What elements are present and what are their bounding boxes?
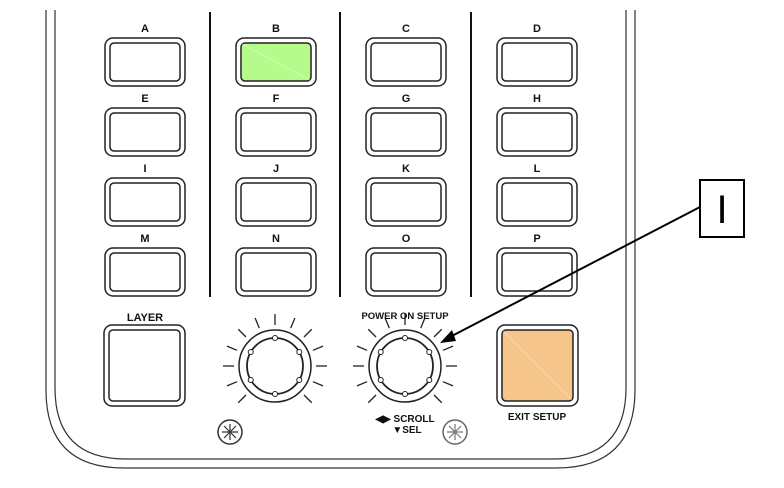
pad-label: L xyxy=(534,163,541,175)
encoder-tick xyxy=(433,394,443,404)
pad-label: G xyxy=(402,93,411,105)
device-outline-inner xyxy=(54,10,627,460)
pad-button-j[interactable]: J xyxy=(235,163,317,227)
pad-button-f[interactable]: F xyxy=(235,93,317,157)
encoder-tick xyxy=(356,381,368,387)
pad-label: J xyxy=(273,163,279,175)
encoder-tick xyxy=(237,328,247,338)
pad-label: N xyxy=(272,233,280,245)
pad-label: D xyxy=(533,23,541,35)
pad-button-d[interactable]: D xyxy=(496,23,578,87)
encoder-tick xyxy=(312,381,324,387)
encoder-tick xyxy=(384,317,390,329)
pad-button-m[interactable]: M xyxy=(104,233,186,297)
pad-label: F xyxy=(273,93,280,105)
encoder-tick xyxy=(237,394,247,404)
callout-arrow xyxy=(447,206,701,339)
encoder-tick xyxy=(367,394,377,404)
pad-button-n[interactable]: N xyxy=(235,233,317,297)
pad-label: A xyxy=(141,23,149,35)
device-outline-outer xyxy=(45,10,636,469)
encoder-tick xyxy=(254,317,260,329)
screw-icon xyxy=(442,419,468,445)
pad-button-l[interactable]: L xyxy=(496,163,578,227)
pad-button-i[interactable]: I xyxy=(104,163,186,227)
select-label: ▼SEL xyxy=(392,425,421,436)
pad-label: K xyxy=(402,163,410,175)
pad-label: E xyxy=(141,93,148,105)
encoder-tick xyxy=(367,328,377,338)
layer-button[interactable]: LAYER xyxy=(103,312,186,407)
encoder-tick xyxy=(303,328,313,338)
encoder-tick xyxy=(420,317,426,329)
callout-box xyxy=(699,179,745,238)
exit-setup-button[interactable]: EXIT SETUP xyxy=(496,324,579,423)
encoder-tick xyxy=(226,345,238,351)
arrow-head-icon xyxy=(440,330,456,343)
scroll-label: ◀▶ SCROLL xyxy=(374,414,434,425)
encoder-tick xyxy=(433,328,443,338)
pad-button-e[interactable]: E xyxy=(104,93,186,157)
pad-button-g[interactable]: G xyxy=(365,93,447,157)
encoder-tick xyxy=(442,381,454,387)
pad-label: O xyxy=(402,233,411,245)
pad-label: B xyxy=(272,23,280,35)
pad-button-b[interactable]: B xyxy=(235,23,317,87)
encoder-tick xyxy=(303,394,313,404)
encoder-tick xyxy=(290,317,296,329)
pad-button-c[interactable]: C xyxy=(365,23,447,87)
pad-label: M xyxy=(140,233,149,245)
pad-button-o[interactable]: O xyxy=(365,233,447,297)
callout-label: I xyxy=(716,188,727,232)
exit-setup-label: EXIT SETUP xyxy=(508,412,567,423)
pad-button-a[interactable]: A xyxy=(104,23,186,87)
pad-label: H xyxy=(533,93,541,105)
encoder-tick xyxy=(226,381,238,387)
rotary-encoder-1[interactable] xyxy=(223,314,327,404)
rotary-encoder-2[interactable] xyxy=(353,314,457,404)
pad-button-p[interactable]: P xyxy=(496,233,578,297)
encoder-tick xyxy=(442,345,454,351)
pad-label: C xyxy=(402,23,410,35)
encoder-tick xyxy=(312,345,324,351)
pad-button-h[interactable]: H xyxy=(496,93,578,157)
pad-button-k[interactable]: K xyxy=(365,163,447,227)
encoder-tick xyxy=(356,345,368,351)
screw-icon xyxy=(217,419,243,445)
layer-label: LAYER xyxy=(127,312,163,324)
pad-label: P xyxy=(533,233,540,245)
power-on-setup-label: POWER ON SETUP xyxy=(361,311,449,322)
pad-label: I xyxy=(143,163,146,175)
